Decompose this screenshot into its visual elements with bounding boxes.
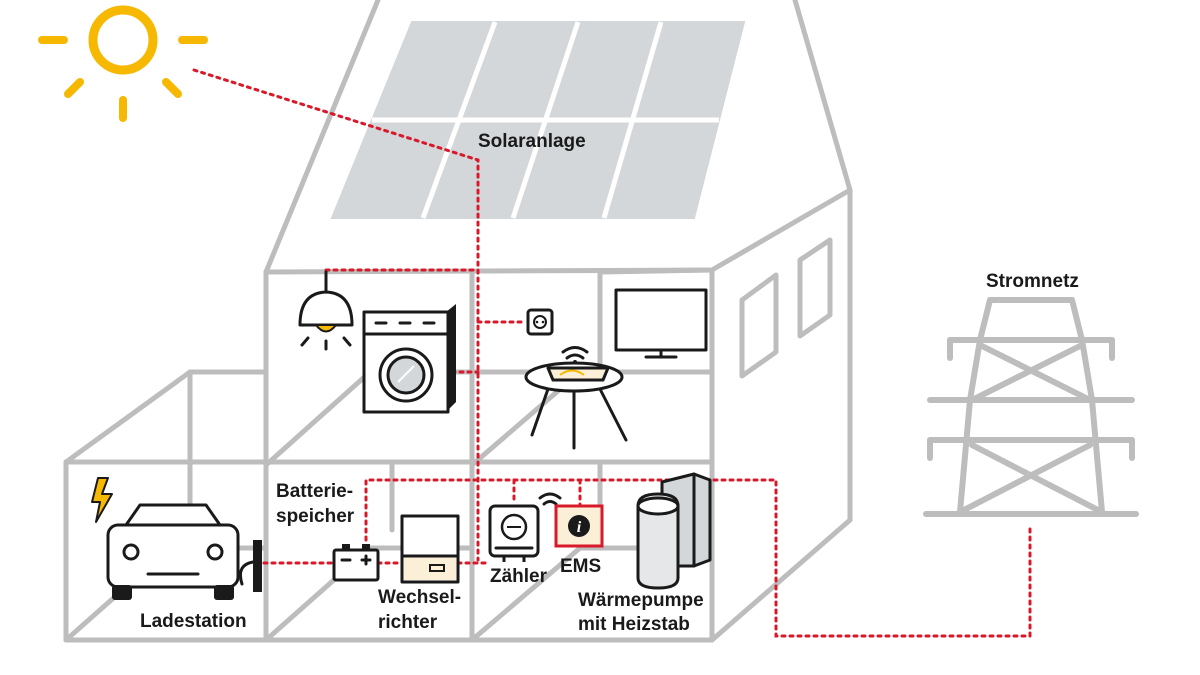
label-grid: Stromnetz: [986, 271, 1079, 292]
wifi-icon: [561, 346, 589, 364]
heat-pump-icon: [636, 472, 712, 590]
sun-icon: [38, 5, 208, 122]
wiring: [192, 68, 1032, 638]
wifi-icon: [538, 492, 562, 506]
label-meter: Zähler: [490, 566, 548, 587]
lightning-icon: [91, 477, 113, 523]
tv-icon: [614, 288, 708, 359]
socket-icon: [526, 308, 554, 336]
label-ems: EMS: [560, 556, 601, 577]
solar-panel-array: [330, 21, 746, 219]
table-with-smart-speaker: [524, 346, 628, 450]
info-icon: i: [554, 504, 604, 548]
charging-station-icon: [238, 540, 262, 592]
power-tower-icon: [923, 297, 1139, 517]
battery-icon: [332, 544, 380, 582]
washing-machine-icon: [362, 304, 456, 414]
car-icon: [106, 503, 240, 600]
label-battery-line2: speicher: [276, 506, 355, 527]
lamp-icon: [298, 270, 354, 351]
label-inverter-line1: Wechsel-: [378, 587, 461, 608]
label-battery-line1: Batterie-: [276, 481, 353, 502]
label-charging: Ladestation: [140, 611, 247, 632]
inverter-icon: [400, 514, 460, 584]
label-solar: Solaranlage: [478, 131, 586, 152]
meter-icon: [488, 504, 540, 562]
svg-text:i: i: [577, 519, 582, 536]
label-inverter-line2: richter: [378, 612, 438, 633]
label-heatpump-line1: Wärmepumpe: [578, 590, 704, 611]
label-heatpump-line2: mit Heizstab: [578, 614, 690, 635]
smart-speaker-icon: [546, 366, 610, 382]
